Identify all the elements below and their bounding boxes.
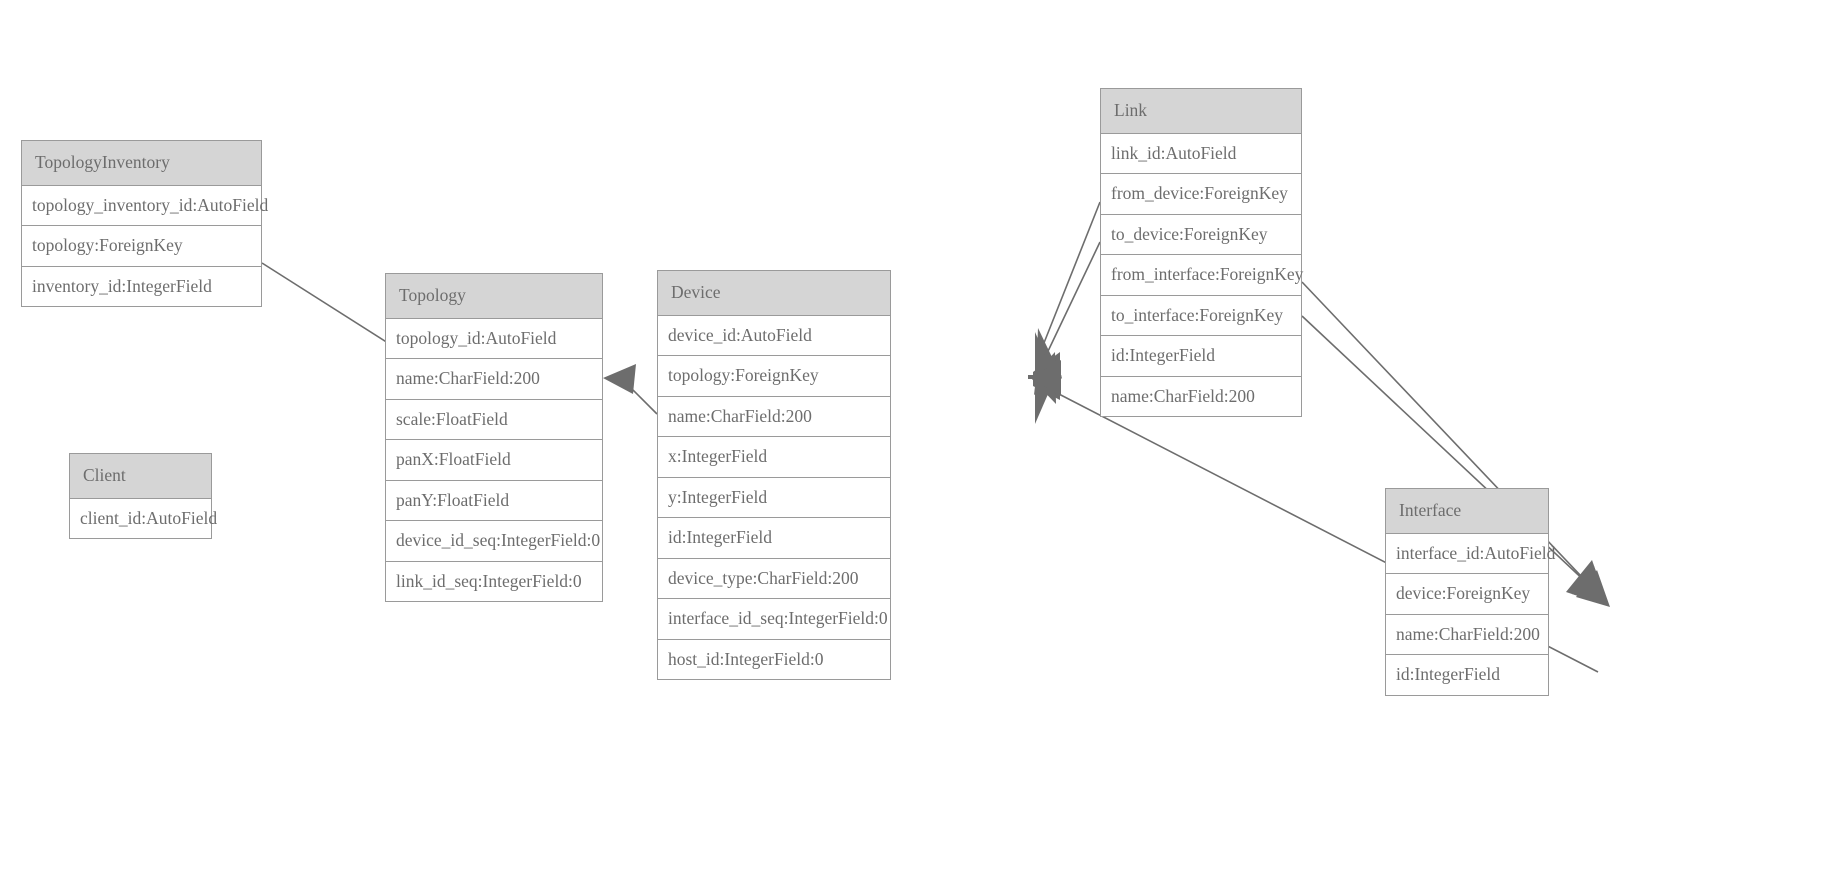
relation-device-topology [603,364,658,415]
entity-field: id:IntegerField [658,518,890,559]
entity-topology-inventory[interactable]: TopologyInventory topology_inventory_id:… [21,140,268,307]
entity-field: panX:FloatField [386,440,602,481]
entity-field: x:IntegerField [658,437,890,478]
entity-field: name:CharField:200 [1101,376,1301,416]
entity-field: id:IntegerField [1386,655,1548,695]
entity-field: y:IntegerField [658,477,890,518]
entity-field: from_device:ForeignKey [1101,174,1301,215]
entity-field: name:CharField:200 [1386,614,1548,655]
entity-field: link_id_seq:IntegerField:0 [386,561,602,601]
entity-link[interactable]: Link link_id:AutoField from_device:Forei… [1100,88,1303,417]
entity-title: Interface [1386,489,1548,534]
entity-field: host_id:IntegerField:0 [658,639,890,679]
entity-field: interface_id:AutoField [1386,533,1555,574]
entity-field: id:IntegerField [1101,336,1301,377]
entity-field: client_id:AutoField [70,498,217,538]
entity-field: device_id:AutoField [658,315,890,356]
entity-field: device:ForeignKey [1386,574,1548,615]
entity-field: device_id_seq:IntegerField:0 [386,521,602,562]
relation-link-from-device [1035,201,1101,393]
entity-topology[interactable]: Topology topology_id:AutoField name:Char… [385,273,603,602]
entity-field: panY:FloatField [386,480,602,521]
entity-field: from_interface:ForeignKey [1101,255,1303,296]
entity-title: Client [70,454,211,499]
entity-interface[interactable]: Interface interface_id:AutoField device:… [1385,488,1555,696]
entity-field: scale:FloatField [386,399,602,440]
entity-field: to_interface:ForeignKey [1101,295,1301,336]
entity-device[interactable]: Device device_id:AutoField topology:Fore… [657,270,891,680]
entity-field: topology_inventory_id:AutoField [22,185,268,226]
entity-field: link_id:AutoField [1101,133,1301,174]
entity-title: Topology [386,274,602,319]
entity-field: to_device:ForeignKey [1101,214,1301,255]
entity-field: inventory_id:IntegerField [22,266,261,306]
relation-link-to-device [1034,241,1101,395]
entity-title: Link [1101,89,1301,134]
entity-field: interface_id_seq:IntegerField:0 [658,599,890,640]
entity-field: name:CharField:200 [386,359,602,400]
entity-title: Device [658,271,890,316]
entity-client[interactable]: Client client_id:AutoField [69,453,217,539]
entity-field: name:CharField:200 [658,396,890,437]
device-incoming-arrowhead [1028,328,1062,424]
entity-field: topology:ForeignKey [22,226,261,267]
entity-title: TopologyInventory [22,141,261,186]
interface-incoming-arrowhead [1566,560,1608,606]
entity-field: topology_id:AutoField [386,318,602,359]
entity-field: device_type:CharField:200 [658,558,890,599]
entity-field: topology:ForeignKey [658,356,890,397]
